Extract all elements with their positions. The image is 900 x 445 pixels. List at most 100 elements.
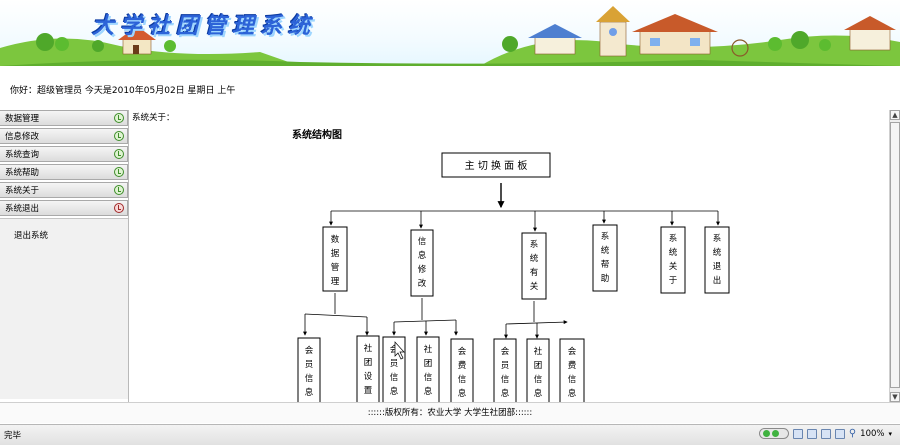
status-icons: ⚲ 100% ▾ [758, 428, 892, 439]
sidebar-item-label: 数据管理 [5, 114, 40, 124]
svg-text:理: 理 [331, 277, 340, 287]
node-info-fee-info [450, 338, 474, 402]
svg-text:会: 会 [305, 345, 314, 356]
expand-icon[interactable] [114, 149, 124, 159]
sidebar-item-query[interactable]: 系统查询 [0, 146, 128, 162]
status-toggle-icon[interactable] [758, 428, 789, 439]
node-sys-fee-info [559, 338, 585, 402]
svg-text:社: 社 [364, 343, 373, 354]
svg-text:关: 关 [530, 281, 539, 292]
expand-icon[interactable] [114, 185, 124, 195]
site-title: 大学社团管理系统 [92, 13, 317, 39]
scroll-down-icon[interactable]: ▼ [890, 392, 900, 402]
svg-text:改: 改 [418, 278, 427, 289]
sidebar-item-label: 系统退出 [5, 204, 40, 214]
print-icon[interactable] [806, 428, 817, 439]
sound-icon[interactable] [834, 428, 845, 439]
svg-text:管: 管 [331, 262, 340, 273]
exit-submenu: 退出系统 [0, 218, 128, 399]
sidebar-item-label: 系统帮助 [5, 168, 40, 178]
node-sys-member-info [493, 338, 517, 402]
node-system-help [592, 224, 618, 292]
scroll-up-icon[interactable]: ▲ [890, 110, 900, 120]
svg-text:据: 据 [331, 248, 340, 259]
scroll-thumb[interactable] [890, 122, 900, 388]
svg-text:员: 员 [305, 360, 314, 370]
node-data-member-info [297, 337, 321, 402]
vertical-scrollbar[interactable]: ▲ ▼ [889, 110, 900, 402]
svg-text:出: 出 [713, 275, 722, 286]
sidebar: 数据管理 信息修改 系统查询 系统帮助 系统关于 系统退出 退出系统 [0, 110, 129, 402]
display-icon[interactable] [820, 428, 831, 439]
diagram-title: 系统结构图 [292, 130, 342, 141]
node-data-management [322, 226, 348, 292]
svg-text:统: 统 [601, 245, 610, 256]
svg-text:系: 系 [601, 231, 610, 242]
svg-text:会: 会 [501, 346, 510, 357]
structure-diagram: 主 切 换 面 板 数据 管理 信息 修改 系统 有关 系统 帮助 系统 关于 … [297, 152, 730, 402]
svg-text:系: 系 [669, 233, 678, 244]
main-content: 系统关于： 系统结构图 主 切 换 面 板 数据 管理 信息 修改 系统 有关 … [129, 110, 889, 402]
svg-text:助: 助 [601, 273, 610, 284]
svg-text:费: 费 [458, 360, 467, 371]
sidebar-item-data-management[interactable]: 数据管理 [0, 110, 128, 126]
svg-text:社: 社 [534, 346, 543, 357]
sidebar-item-about[interactable]: 系统关于 [0, 182, 128, 198]
svg-text:息: 息 [424, 386, 433, 397]
collapse-icon[interactable] [114, 203, 124, 213]
svg-text:有: 有 [530, 267, 539, 278]
chevron-down-icon[interactable]: ▾ [888, 429, 892, 438]
node-sys-club-info [526, 338, 550, 402]
svg-text:系: 系 [713, 233, 722, 244]
page-icon[interactable] [792, 428, 803, 439]
svg-text:统: 统 [713, 247, 722, 258]
svg-text:会: 会 [390, 344, 399, 355]
zoom-level[interactable]: 100% [860, 428, 885, 439]
submenu-link-logout[interactable]: 退出系统 [14, 231, 49, 241]
svg-text:统: 统 [530, 253, 539, 264]
footer-copyright: ::::::版权所有：农业大学 大学生社团部:::::: [0, 402, 900, 423]
sidebar-item-label: 信息修改 [5, 132, 40, 142]
expand-icon[interactable] [114, 113, 124, 123]
browser-status-bar: 完毕 ⚲ 100% ▾ [0, 424, 900, 445]
content-section-label: 系统关于： [132, 113, 175, 123]
svg-text:息: 息 [501, 388, 510, 399]
sidebar-item-help[interactable]: 系统帮助 [0, 164, 128, 180]
svg-text:息: 息 [305, 387, 314, 398]
sidebar-item-info-edit[interactable]: 信息修改 [0, 128, 128, 144]
svg-text:信: 信 [534, 374, 543, 385]
svg-text:员: 员 [501, 361, 510, 371]
svg-text:退: 退 [713, 261, 722, 272]
svg-text:息: 息 [418, 250, 427, 261]
svg-text:信: 信 [418, 236, 427, 247]
zoom-icon[interactable]: ⚲ [848, 428, 857, 439]
sidebar-item-exit[interactable]: 系统退出 [0, 200, 128, 216]
svg-text:息: 息 [534, 388, 543, 399]
expand-icon[interactable] [114, 131, 124, 141]
svg-text:关: 关 [669, 261, 678, 272]
root-node-label: 主 切 换 面 板 [465, 159, 528, 172]
root-node [441, 152, 551, 178]
expand-icon[interactable] [114, 167, 124, 177]
svg-text:团: 团 [534, 361, 543, 371]
node-data-club-settings [356, 335, 380, 402]
svg-text:会: 会 [458, 346, 467, 357]
svg-text:费: 费 [568, 360, 577, 371]
svg-text:数: 数 [331, 234, 340, 245]
svg-text:帮: 帮 [601, 259, 610, 270]
banner-scenery [0, 6, 900, 66]
svg-text:信: 信 [424, 372, 433, 383]
svg-text:设: 设 [364, 371, 373, 382]
svg-text:团: 团 [364, 358, 373, 368]
svg-text:信: 信 [458, 374, 467, 385]
svg-text:息: 息 [390, 386, 399, 397]
mouse-cursor-icon [394, 341, 405, 360]
node-system-about [660, 226, 686, 294]
svg-text:会: 会 [568, 346, 577, 357]
svg-text:社: 社 [424, 344, 433, 355]
svg-text:信: 信 [305, 373, 314, 384]
node-system-related [521, 232, 547, 300]
banner: 大学社团管理系统 [0, 0, 900, 66]
svg-text:员: 员 [390, 359, 399, 369]
svg-text:息: 息 [568, 388, 577, 399]
